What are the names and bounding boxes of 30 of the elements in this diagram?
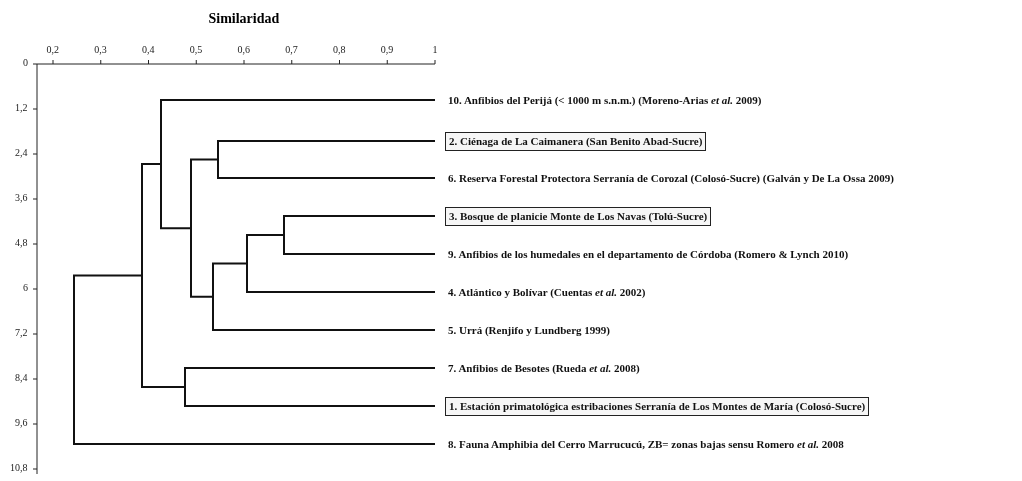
axis-tick-label: 0,7 <box>285 44 298 55</box>
axis-tick-label: 10,8 <box>10 462 28 473</box>
boxed-site-label: 1. Estación primatológica estribaciones Serranía de Los Montes de María (Colosó-Sucre) <box>445 396 870 416</box>
axis-tick-label: 0,6 <box>237 44 250 55</box>
axis-tick-label: 6 <box>23 282 28 293</box>
site-label: 4. Atlántico y Bolívar (Cuentas et al. 2002) <box>445 283 649 301</box>
axis-tick-label: 1,2 <box>15 102 28 113</box>
site-label: 7. Anfibios de Besotes (Rueda et al. 2008) <box>445 359 643 377</box>
axis-tick-label: 0,4 <box>142 44 155 55</box>
axis-tick-label: 0,5 <box>189 44 203 55</box>
axis-tick-label: 0,8 <box>333 44 346 55</box>
site-label: 5. Urrá (Renjifo y Lundberg 1999) <box>445 321 613 339</box>
boxed-site-label: 2. Ciénaga de La Caimanera (San Benito Abad-Sucre) <box>445 131 707 151</box>
boxed-site-label: 3. Bosque de planicie Monte de Los Navas (Tolú-Sucre) <box>445 206 712 226</box>
axis-tick-label: 2,4 <box>15 147 28 158</box>
axis-title: Similaridad <box>208 11 280 27</box>
axis-tick-label: 0,9 <box>380 44 394 55</box>
axis-tick-label: 4,8 <box>15 237 28 248</box>
axis-tick-label: 0,2 <box>46 44 59 55</box>
site-label: 9. Anfibios de los humedales en el departamento de Córdoba (Romero & Lynch 2010) <box>445 245 852 263</box>
axis-tick-label: 8,4 <box>15 372 28 383</box>
site-label: 8. Fauna Amphibia del Cerro Marrucucú, ZB= zonas bajas sensu Romero et al. 2008 <box>445 435 847 453</box>
site-label: 10. Anfibios del Perijá (< 1000 m s.n.m.) (Moreno-Arias et al. 2009) <box>445 91 765 109</box>
axis-tick-label: 0 <box>23 57 28 68</box>
axis-tick-label: 9,6 <box>15 417 28 428</box>
site-label: 6. Reserva Forestal Protectora Serranía de Corozal (Colosó-Sucre) (Galván y De La Ossa 2009) <box>445 169 897 187</box>
axis-tick-label: 1 <box>432 44 438 55</box>
axis-tick-label: 3,6 <box>15 192 28 203</box>
axis-tick-label: 0,3 <box>94 44 107 55</box>
axis-tick-label: 7,2 <box>15 327 28 338</box>
